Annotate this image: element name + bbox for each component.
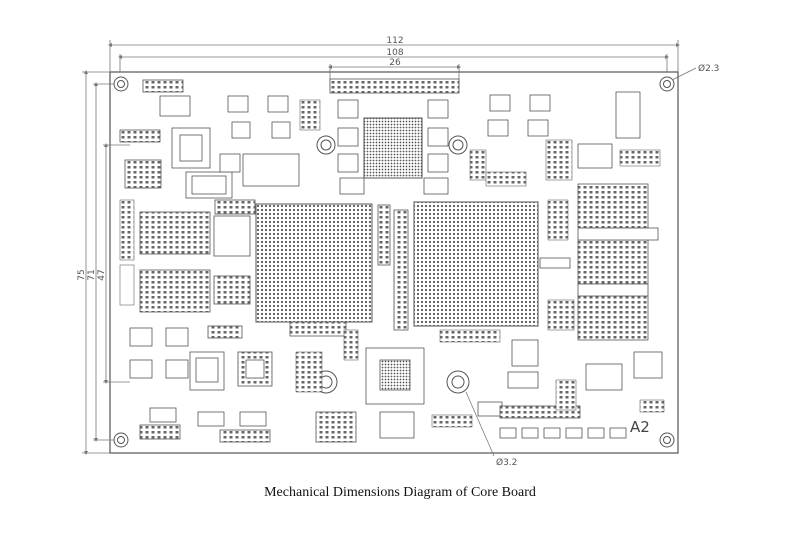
upper-left-components <box>119 79 300 215</box>
passive-components <box>119 99 665 428</box>
center-hole-leader <box>465 391 495 457</box>
passive-column-2 <box>377 204 391 266</box>
dim-center-hole: Ø3.2 <box>496 457 517 468</box>
dim-overall-width: 112 <box>386 36 403 46</box>
dim-hole-pitch-width: 108 <box>386 48 403 58</box>
passive-column <box>393 209 409 331</box>
board-mark: A2 <box>630 418 650 436</box>
pmic-bga <box>363 117 423 179</box>
dim-hole-pitch-height: 71 <box>87 269 97 280</box>
dim-connector-width: 26 <box>389 58 401 68</box>
memory-chips-right <box>539 183 659 341</box>
dim-mount-hole: Ø2.3 <box>698 63 719 74</box>
mount-hole-leader <box>671 67 697 81</box>
lower-components <box>129 321 663 443</box>
processor-bga-right <box>413 201 539 327</box>
power-components <box>337 91 641 195</box>
dim-overall-height: 75 <box>77 269 87 280</box>
processor-bga-left <box>255 203 373 323</box>
dim-inner-height: 47 <box>97 269 107 280</box>
top-connector <box>329 78 460 94</box>
memory-chips-left <box>139 211 251 313</box>
diagram-caption: Mechanical Dimensions Diagram of Core Bo… <box>264 485 536 500</box>
horizontal-dimensions <box>108 40 680 90</box>
mounting-holes <box>113 76 675 448</box>
